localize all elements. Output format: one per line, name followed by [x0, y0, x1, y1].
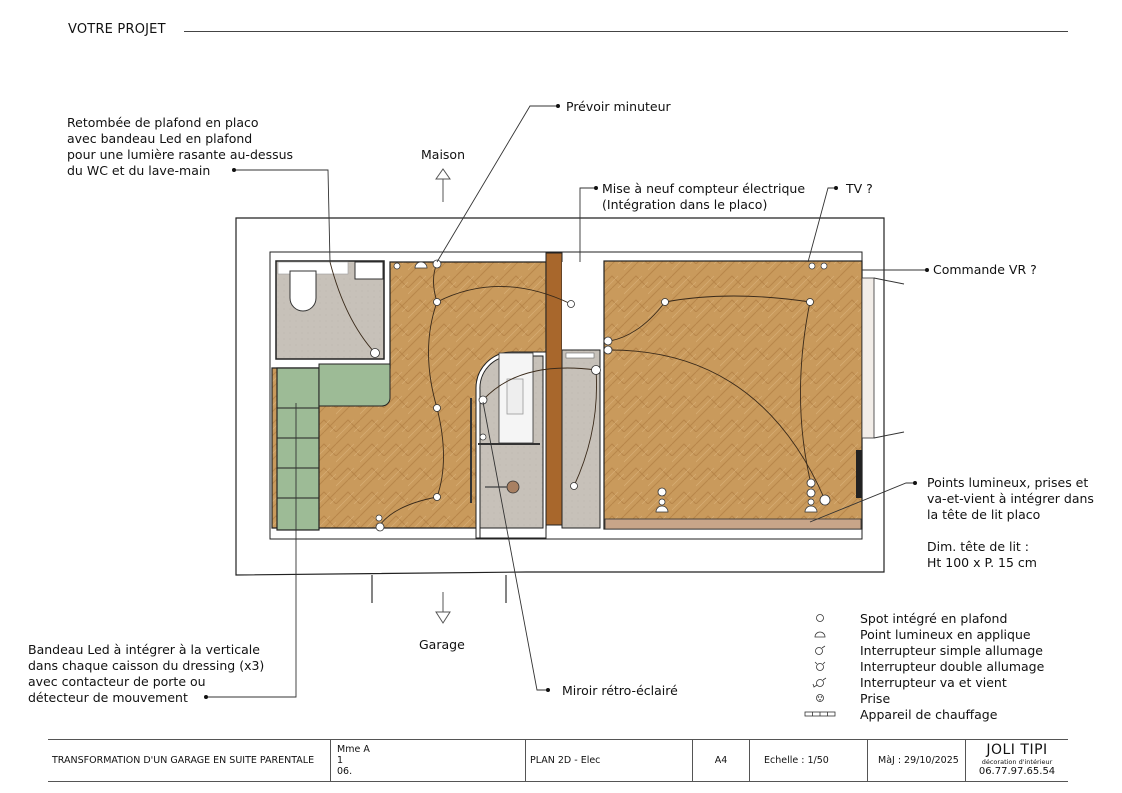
brand-phone: 06.77.97.65.54	[978, 766, 1056, 777]
client-line-3: 06.	[337, 766, 353, 777]
client-name: Mme A	[337, 744, 370, 755]
wall-light-icon	[814, 631, 826, 638]
beam	[545, 252, 563, 526]
legend-item: Spot intégré en plafond	[800, 610, 1044, 626]
double-switch-icon	[814, 661, 826, 671]
scale: Echelle : 1/50	[750, 740, 868, 781]
outer-wall	[235, 217, 885, 576]
brand-name: JOLI TIPI	[986, 742, 1048, 758]
single-switch-icon	[815, 645, 826, 655]
annotation-tete-de-lit: Points lumineux, prises et va-et-vient à…	[927, 475, 1094, 522]
annotation-tv: TV ?	[846, 181, 873, 196]
orientation-maison: Maison	[421, 147, 466, 162]
page-title: VOTRE PROJET	[68, 22, 166, 37]
annotation-miroir: Miroir rétro-éclairé	[562, 683, 678, 698]
annotation-compteur: Mise à neuf compteur électrique (Intégra…	[602, 181, 806, 212]
header-divider	[184, 31, 1068, 32]
bedroom-floor	[603, 260, 863, 530]
plan-name: PLAN 2D - Elec	[526, 740, 693, 781]
socket-icon	[816, 694, 824, 702]
heater-icon	[804, 711, 836, 717]
floor-plan	[204, 104, 929, 699]
annotation-minuteur: Prévoir minuteur	[566, 99, 671, 114]
annotation-commande-vr: Commande VR ?	[933, 262, 1037, 277]
annotation-dimensions: Dim. tête de lit : Ht 100 x P. 15 cm	[927, 539, 1037, 570]
headboard	[604, 518, 862, 530]
two-way-switch-icon	[812, 677, 827, 688]
ceiling-spot-icon	[816, 614, 824, 622]
dressing-cabinets	[276, 367, 320, 531]
maison-arrow-icon	[435, 168, 451, 202]
update-date: MàJ : 29/10/2025	[868, 740, 966, 781]
brand: JOLI TIPI décoration d'intérieur 06.77.9…	[966, 740, 1068, 781]
client-info: Mme A 1 06.	[331, 740, 526, 781]
legend-item: Interrupteur double allumage	[800, 658, 1044, 674]
legend-item: Interrupteur simple allumage	[800, 642, 1044, 658]
garage-arrow-icon	[435, 592, 451, 624]
brand-subtitle: décoration d'intérieur	[981, 758, 1053, 766]
legend-item: Prise	[800, 690, 1044, 706]
orientation-garage: Garage	[419, 637, 465, 652]
legend-item: Appareil de chauffage	[800, 706, 1044, 722]
client-line-2: 1	[337, 755, 344, 766]
annotation-bandeau-dressing: Bandeau Led à intégrer à la verticale da…	[28, 642, 265, 705]
title-block: TRANSFORMATION D'UN GARAGE EN SUITE PARE…	[48, 739, 1068, 782]
legend-item: Point lumineux en applique	[800, 626, 1044, 642]
legend: Spot intégré en plafond Point lumineux e…	[800, 610, 1044, 722]
annotation-retombee: Retombée de plafond en placo avec bandea…	[67, 115, 294, 178]
paper-format: A4	[693, 740, 750, 781]
legend-item: Interrupteur va et vient	[800, 674, 1044, 690]
project-name: TRANSFORMATION D'UN GARAGE EN SUITE PARE…	[48, 740, 331, 781]
